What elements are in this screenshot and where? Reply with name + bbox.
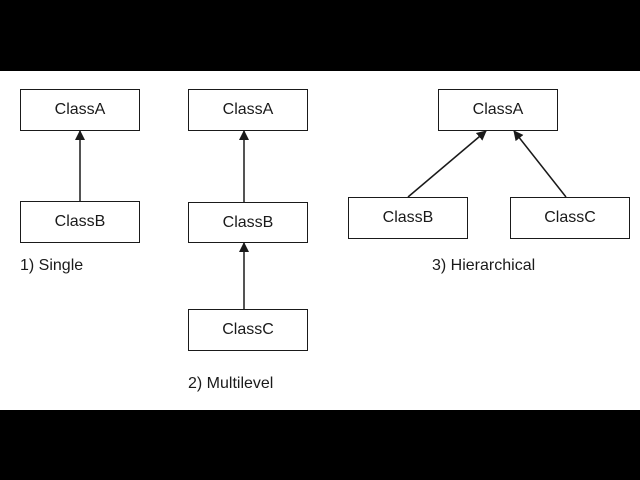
- diagram-canvas: ClassA ClassB 1) Single ClassA ClassB Cl…: [0, 71, 640, 410]
- multilevel-caption: 2) Multilevel: [188, 375, 274, 392]
- hierarchical-class-a-label: ClassA: [472, 101, 524, 118]
- multilevel-class-a-box: ClassA: [188, 89, 308, 131]
- multilevel-class-a-label: ClassA: [222, 101, 274, 118]
- multilevel-class-c-label: ClassC: [222, 321, 274, 338]
- hierarchical-class-b-box: ClassB: [348, 197, 468, 239]
- hierarchical-class-b-label: ClassB: [382, 209, 434, 226]
- hierarchical-class-c-box: ClassC: [510, 197, 630, 239]
- single-class-b-label: ClassB: [54, 213, 106, 230]
- hierarchical-class-a-box: ClassA: [438, 89, 558, 131]
- multilevel-class-b-label: ClassB: [222, 213, 274, 231]
- hierarchical-arrow-b-to-a: [407, 130, 487, 198]
- hierarchical-class-c-label: ClassC: [544, 209, 596, 226]
- inheritance-arrows: [75, 130, 567, 309]
- multilevel-class-c-box: ClassC: [188, 309, 308, 351]
- hierarchical-arrow-c-to-a: [513, 130, 567, 198]
- single-class-a-label: ClassA: [54, 101, 106, 118]
- single-caption: 1) Single: [20, 257, 84, 274]
- single-class-a-box: ClassA: [20, 89, 140, 131]
- multilevel-class-b-box: ClassB: [188, 202, 308, 243]
- single-class-b-box: ClassB: [20, 201, 140, 243]
- hierarchical-caption: 3) Hierarchical: [432, 257, 536, 274]
